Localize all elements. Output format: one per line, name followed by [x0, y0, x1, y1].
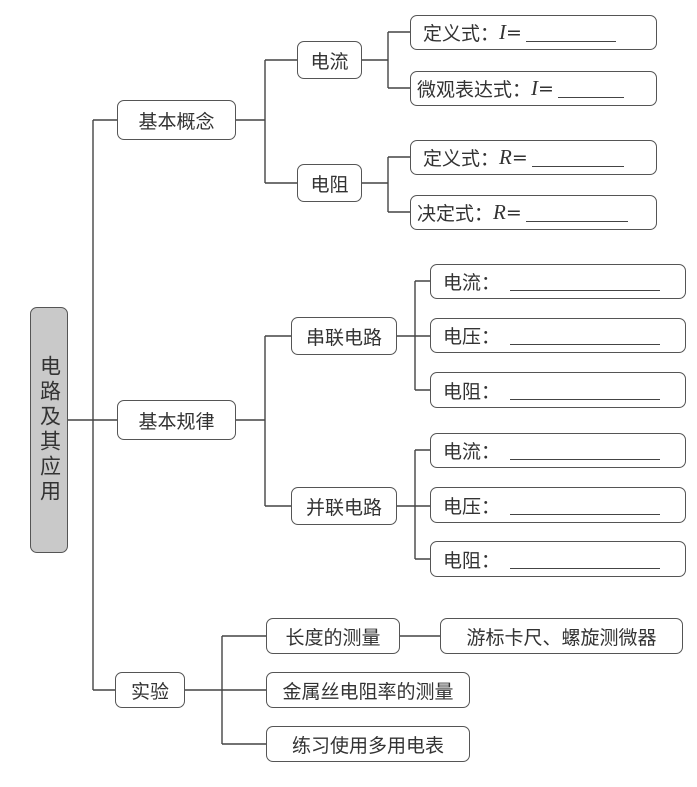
node-resistance: 电阻 [297, 164, 362, 202]
leaf-resistance-determining: 决定式：R= [410, 195, 657, 230]
leaf-label: 电阻： [443, 549, 501, 572]
variable-i: I [531, 76, 539, 100]
leaf-label: 定义式： [423, 148, 500, 170]
equals-sign: = [511, 146, 528, 169]
answer-blank[interactable] [525, 203, 628, 222]
node-series-circuit: 串联电路 [291, 317, 397, 355]
answer-blank[interactable] [510, 441, 661, 460]
length-measurement-tools: 游标卡尺、螺旋测微器 [440, 618, 683, 654]
leaf-label: 决定式： [417, 203, 494, 225]
equals-sign: = [538, 77, 554, 100]
experiment-multimeter: 练习使用多用电表 [266, 726, 470, 762]
equals-sign: = [506, 21, 522, 44]
answer-blank[interactable] [510, 272, 661, 291]
leaf-label: 电流： [443, 441, 501, 463]
answer-blank[interactable] [531, 148, 624, 167]
leaf-current-definition: 定义式：I= [410, 15, 657, 50]
leaf-current-micro: 微观表达式：I= [410, 71, 657, 106]
answer-blank[interactable] [510, 381, 661, 400]
node-basic-laws: 基本规律 [117, 400, 236, 440]
experiment-length-measurement: 长度的测量 [266, 618, 400, 654]
variable-r: R [493, 200, 506, 224]
equals-sign: = [505, 201, 522, 224]
answer-blank[interactable] [525, 23, 616, 42]
leaf-parallel-resistance: 电阻： [430, 541, 686, 577]
node-basic-concepts: 基本概念 [117, 100, 236, 140]
answer-blank[interactable] [510, 326, 661, 345]
node-current: 电流 [297, 41, 362, 79]
leaf-label: 定义式： [423, 23, 500, 45]
leaf-parallel-current: 电流： [430, 433, 686, 468]
leaf-parallel-voltage: 电压： [430, 487, 686, 523]
leaf-label: 电流： [443, 272, 501, 294]
leaf-label: 电阻： [443, 380, 501, 403]
leaf-series-resistance: 电阻： [430, 372, 686, 408]
leaf-label: 微观表达式： [417, 79, 532, 101]
variable-i: I [499, 20, 507, 44]
root-node: 电路及其应用 [30, 307, 68, 553]
experiment-wire-resistivity: 金属丝电阻率的测量 [266, 672, 470, 708]
leaf-resistance-definition: 定义式：R= [410, 140, 657, 175]
node-parallel-circuit: 并联电路 [291, 487, 397, 525]
leaf-label: 电压： [443, 495, 501, 518]
variable-r: R [499, 145, 512, 169]
leaf-series-voltage: 电压： [430, 318, 686, 353]
answer-blank[interactable] [510, 550, 661, 569]
leaf-series-current: 电流： [430, 264, 686, 299]
answer-blank[interactable] [557, 79, 624, 98]
node-experiments: 实验 [115, 672, 185, 708]
leaf-label: 电压： [443, 326, 501, 348]
answer-blank[interactable] [510, 496, 661, 515]
